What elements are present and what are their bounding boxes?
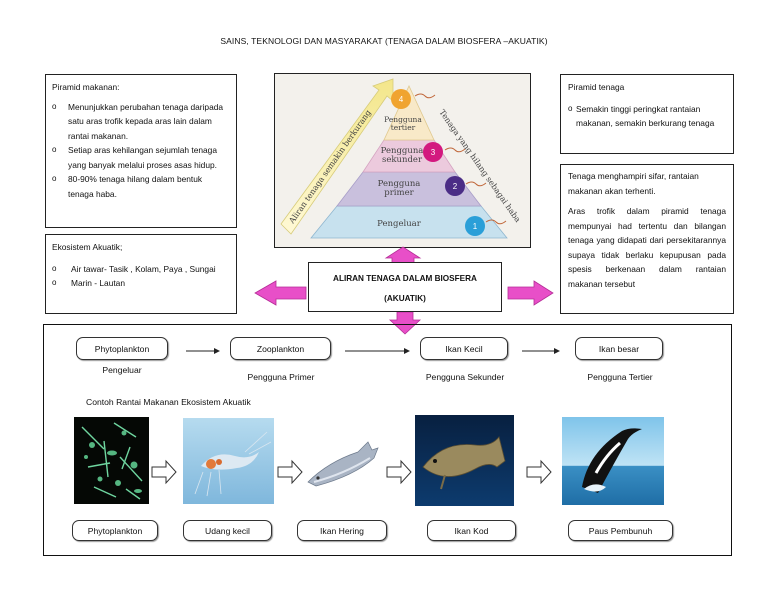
arrow-left bbox=[254, 280, 307, 306]
cod-image bbox=[415, 415, 514, 506]
chain-node-zooplankton: Zooplankton bbox=[230, 337, 331, 360]
ecosystem-item: Marin - Lautan bbox=[52, 276, 230, 291]
heat-arrow bbox=[465, 181, 487, 187]
example-arrow bbox=[526, 459, 552, 485]
pyramid-label-4b: tertier bbox=[391, 123, 416, 132]
food-pyramid-item: Setiap aras kehilangan sejumlah tenaga y… bbox=[52, 143, 230, 172]
cod-drawing bbox=[422, 436, 506, 490]
chain-node-phytoplankton: Phytoplankton bbox=[76, 337, 168, 360]
example-arrow bbox=[151, 459, 177, 485]
heat-arrow bbox=[485, 219, 507, 225]
shrimp-drawing bbox=[194, 431, 272, 497]
chain-role-pengeluar: Pengeluar bbox=[102, 365, 142, 375]
energy-flow-arrow bbox=[280, 78, 394, 235]
food-pyramid-heading: Piramid makanan: bbox=[52, 82, 120, 92]
pyramid-badge-1 bbox=[465, 216, 485, 236]
ecosystem-box: Ekosistem Akuatik; Air tawar- Tasik , Ko… bbox=[45, 234, 237, 314]
ecosystem-item: Air tawar- Tasik , Kolam, Paya , Sungai bbox=[52, 262, 230, 277]
pyramid-level-4 bbox=[383, 85, 435, 141]
energy-note-box: Tenaga menghampiri sifar, rantaian makan… bbox=[560, 164, 734, 314]
center-title-box: ALIRAN TENAGA DALAM BIOSFERA (AKUATIK) bbox=[308, 262, 502, 312]
chain-arrowhead bbox=[554, 348, 560, 354]
center-title-line1: ALIRAN TENAGA DALAM BIOSFERA bbox=[333, 274, 477, 283]
phytoplankton-image bbox=[74, 417, 149, 504]
food-pyramid-item: Menunjukkan perubahan tenaga daripada sa… bbox=[52, 100, 230, 144]
herring-drawing bbox=[307, 441, 379, 487]
food-pyramid-box: Piramid makanan: Menunjukkan perubahan t… bbox=[45, 74, 237, 228]
pyramid-label-4a: Pengguna bbox=[384, 115, 422, 124]
chain-arrowhead bbox=[404, 348, 410, 354]
pyramid-label-1: Pengeluar bbox=[377, 219, 422, 229]
chain-arrowhead bbox=[214, 348, 220, 354]
energy-pyramid-item: Semakin tinggi peringkat rantaian makana… bbox=[568, 102, 727, 131]
pyramid-badge-2 bbox=[445, 176, 465, 196]
example-arrow bbox=[277, 459, 303, 485]
center-title-line2: (AKUATIK) bbox=[384, 294, 426, 303]
pyramid-label-2a: Pengguna bbox=[378, 179, 421, 189]
food-chain-panel bbox=[43, 324, 732, 556]
arrow-down bbox=[388, 311, 422, 335]
pyramid-svg: Pengeluar Pengguna primer Pengguna sekun… bbox=[280, 78, 522, 239]
example-title: Contoh Rantai Makanan Ekosistem Akuatik bbox=[86, 397, 251, 407]
chain-role-tertier: Pengguna Tertier bbox=[587, 372, 653, 382]
pyramid-num-1: 1 bbox=[473, 222, 478, 231]
energy-pyramid-box: Piramid tenaga Semakin tinggi peringkat … bbox=[560, 74, 734, 154]
energy-note-para2: Aras trofik dalam piramid tenaga mempuny… bbox=[568, 206, 726, 289]
pyramid-num-3: 3 bbox=[431, 148, 436, 157]
food-pyramid-item: 80-90% tenaga hilang dalam bentuk tenaga… bbox=[52, 172, 230, 201]
arrow-right bbox=[507, 280, 554, 306]
energy-pyramid-figure: Pengeluar Pengguna primer Pengguna sekun… bbox=[274, 73, 531, 248]
shrimp-image bbox=[183, 418, 274, 504]
pyramid-num-4: 4 bbox=[399, 95, 404, 104]
chain-role-sekunder: Pengguna Sekunder bbox=[425, 372, 505, 382]
ecosystem-heading: Ekosistem Akuatik; bbox=[52, 242, 123, 252]
energy-pyramid-heading: Piramid tenaga bbox=[568, 82, 625, 92]
chain-role-primer: Pengguna Primer bbox=[247, 372, 315, 382]
chain-node-ikan-besar: Ikan besar bbox=[575, 337, 663, 360]
heat-arrow bbox=[444, 147, 466, 153]
pyramid-label-2b: primer bbox=[384, 188, 414, 198]
energy-note-para1: Tenaga menghampiri sifar, rantaian makan… bbox=[568, 171, 699, 196]
orca-image bbox=[562, 417, 664, 505]
example-arrow bbox=[386, 459, 412, 485]
orca-drawing bbox=[582, 428, 642, 493]
chain-node-ikan-kecil: Ikan Kecil bbox=[420, 337, 508, 360]
pyramid-badge-4 bbox=[391, 89, 411, 109]
herring-image bbox=[304, 430, 380, 492]
pyramid-label-3a: Pengguna bbox=[381, 146, 424, 156]
example-label-kod: Ikan Kod bbox=[427, 520, 516, 541]
example-label-udang: Udang kecil bbox=[183, 520, 272, 541]
heat-arrow bbox=[414, 93, 436, 99]
example-label-hering: Ikan Hering bbox=[297, 520, 387, 541]
example-label-paus: Paus Pembunuh bbox=[568, 520, 673, 541]
pyramid-num-2: 2 bbox=[453, 182, 458, 191]
example-label-phytoplankton: Phytoplankton bbox=[72, 520, 158, 541]
page-title: SAINS, TEKNOLOGI DAN MASYARAKAT (TENAGA … bbox=[220, 36, 548, 46]
pyramid-label-3b: sekunder bbox=[382, 155, 423, 165]
phytoplankton-drawing bbox=[81, 422, 143, 500]
pyramid-badge-3 bbox=[423, 142, 443, 162]
